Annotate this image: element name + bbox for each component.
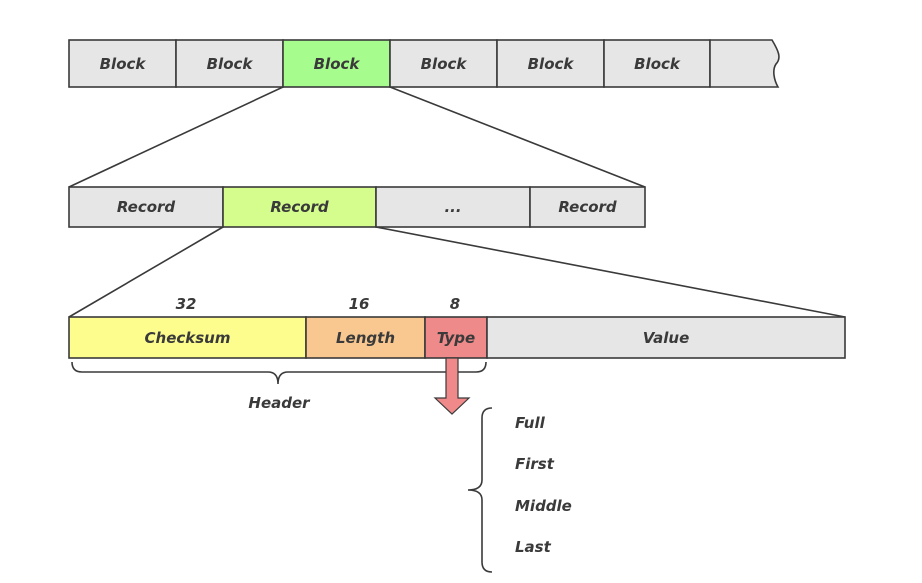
block-row-continuation: [709, 39, 780, 88]
record-label: Record: [117, 198, 176, 216]
zoom-line-left: [68, 86, 284, 188]
record-row: Record Record ... Record: [68, 186, 646, 228]
field-value: [486, 316, 846, 359]
block-cell: [175, 39, 284, 88]
record-cell-highlighted: [222, 186, 377, 228]
block-cell-highlighted: [282, 39, 391, 88]
type-value-full: Full: [515, 414, 546, 432]
record-label: Record: [558, 198, 617, 216]
block-label: Block: [634, 55, 681, 73]
block-cell: [496, 39, 605, 88]
block-label: Block: [207, 55, 254, 73]
block-label: Block: [314, 55, 361, 73]
zoom-line-right: [389, 86, 646, 188]
zoom-line-left: [68, 226, 224, 318]
type-value-first: First: [515, 455, 555, 473]
block-cell: [68, 39, 177, 88]
field-label-checksum: Checksum: [145, 329, 231, 347]
field-bits-checksum: 32: [176, 295, 197, 313]
block-cell: [603, 39, 711, 88]
type-values-list: Full First Middle Last: [515, 414, 572, 556]
record-cell: [529, 186, 646, 228]
record-label: ...: [444, 198, 461, 216]
type-value-middle: Middle: [515, 497, 572, 515]
field-label-value: Value: [643, 329, 690, 347]
field-length: [305, 316, 426, 359]
field-row: 32 16 8 Checksum Length Type Value: [68, 295, 846, 359]
block-row: Block Block Block Block Block Block: [68, 39, 780, 88]
block-label: Block: [528, 55, 575, 73]
field-label-type: Type: [437, 329, 475, 347]
record-cell-ellipsis: [375, 186, 531, 228]
type-value-last: Last: [515, 538, 552, 556]
zoom-line-right: [375, 226, 846, 318]
block-label: Block: [100, 55, 147, 73]
field-bits-type: 8: [450, 295, 460, 313]
record-cell: [68, 186, 224, 228]
type-values-brace: [467, 407, 493, 573]
type-arrow-down: [433, 357, 471, 415]
header-brace: [71, 361, 487, 385]
record-label: Record: [270, 198, 329, 216]
block-label: Block: [421, 55, 468, 73]
field-label-length: Length: [336, 329, 395, 347]
field-bits-length: 16: [349, 295, 370, 313]
header-label: Header: [248, 394, 311, 412]
